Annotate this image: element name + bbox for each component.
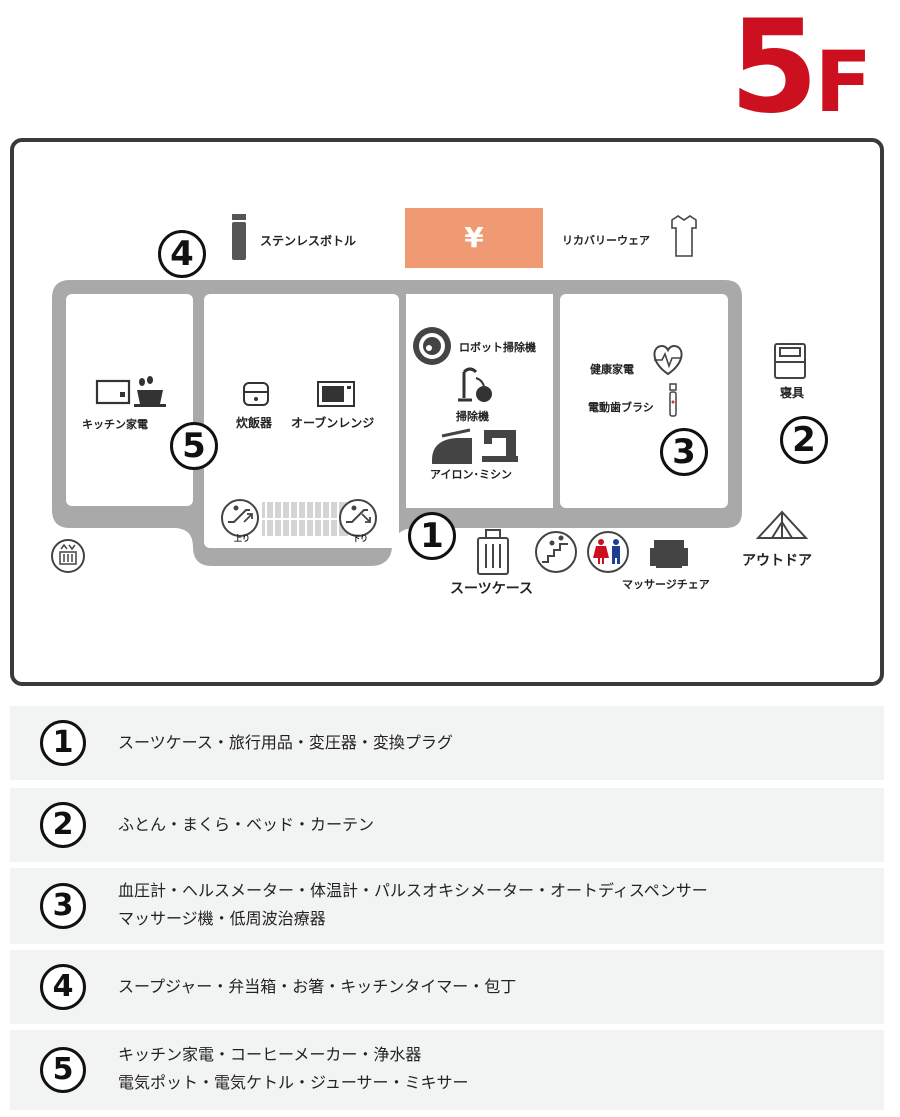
legend-number: 3 xyxy=(40,883,86,929)
stairs-icon xyxy=(535,531,577,573)
label-electric-toothbrush: 電動歯ブラシ xyxy=(588,401,654,414)
label-vacuum: 掃除機 xyxy=(456,410,489,423)
tent-icon xyxy=(755,510,809,539)
legend-number: 1 xyxy=(40,720,86,766)
label-health-appliances: 健康家電 xyxy=(590,363,634,376)
legend-row: 1 スーツケース・旅行用品・変圧器・変換プラグ xyxy=(10,706,884,780)
label-recovery-wear: リカバリーウェア xyxy=(562,234,650,247)
legend-row: 5 キッチン家電・コーヒーメーカー・浄水器 電気ポット・電気ケトル・ジューサー・… xyxy=(10,1030,884,1110)
tv-icon xyxy=(95,379,131,405)
robot-vacuum-icon xyxy=(413,327,451,365)
legend-text: ふとん・まくら・ベッド・カーテン xyxy=(118,815,375,834)
label-suitcase: スーツケース xyxy=(450,581,534,597)
suitcase-icon xyxy=(477,529,509,575)
zone-marker-5: 5 xyxy=(170,422,218,470)
legend-text: キッチン家電・コーヒーメーカー・浄水器 xyxy=(118,1045,422,1064)
escalator-icon xyxy=(221,499,259,537)
heart-icon xyxy=(653,344,683,376)
legend-row: 3 血圧計・ヘルスメーター・体温計・パルスオキシメーター・オートディスペンサー … xyxy=(10,868,884,944)
elevator-icon xyxy=(51,539,85,573)
label-kitchen-appliances: キッチン家電 xyxy=(82,418,148,431)
label-escalator-up: 上り xyxy=(234,534,250,543)
coffee-icon xyxy=(134,376,166,407)
floor-number: 5 xyxy=(729,0,819,142)
legend-number: 2 xyxy=(40,802,86,848)
cashier-yen-box: ¥ xyxy=(405,208,543,268)
label-rice-cooker: 炊飯器 xyxy=(236,416,273,430)
bottle-icon xyxy=(232,214,246,260)
zone-marker-1: 1 xyxy=(408,512,456,560)
zone-marker-2: 2 xyxy=(780,416,828,464)
label-escalator-down: 下り xyxy=(352,534,368,543)
restroom-icon xyxy=(587,531,629,573)
legend-text: マッサージ機・低周波治療器 xyxy=(118,909,326,928)
floor-label: 5F xyxy=(730,4,872,132)
escalator-bars xyxy=(262,502,348,536)
label-outdoor: アウトドア xyxy=(742,553,812,569)
rice-cooker-icon xyxy=(243,382,269,406)
zone-marker-3: 3 xyxy=(660,428,708,476)
legend-number: 5 xyxy=(40,1047,86,1093)
floor-suffix: F xyxy=(814,33,872,131)
sewing-machine-icon xyxy=(482,430,518,462)
zone-marker-4: 4 xyxy=(158,230,206,278)
legend-row: 4 スープジャー・弁当箱・お箸・キッチンタイマー・包丁 xyxy=(10,950,884,1024)
shirt-icon xyxy=(671,215,697,257)
microwave-icon xyxy=(317,381,355,407)
legend-text: スーツケース・旅行用品・変圧器・変換プラグ xyxy=(118,733,453,752)
legend-text: 電気ポット・電気ケトル・ジューサー・ミキサー xyxy=(118,1073,469,1092)
legend-text: スープジャー・弁当箱・お箸・キッチンタイマー・包丁 xyxy=(118,977,517,996)
toothbrush-icon xyxy=(669,383,677,417)
massage-chair-icon xyxy=(650,540,688,568)
label-massage-chair: マッサージチェア xyxy=(622,578,710,591)
escalator-icon xyxy=(339,499,377,537)
bed-icon xyxy=(774,343,806,379)
label-stainless-bottle: ステンレスボトル xyxy=(260,234,357,248)
label-oven-range: オーブンレンジ xyxy=(291,416,375,430)
legend-text: 血圧計・ヘルスメーター・体温計・パルスオキシメーター・オートディスペンサー xyxy=(118,881,708,900)
label-iron-sewing: アイロン･ミシン xyxy=(430,468,512,481)
legend-number: 4 xyxy=(40,964,86,1010)
legend-row: 2 ふとん・まくら・ベッド・カーテン xyxy=(10,788,884,862)
vacuum-icon xyxy=(458,367,492,402)
floor-map xyxy=(51,214,809,575)
zone-rice xyxy=(204,294,399,548)
iron-icon xyxy=(432,428,472,464)
label-bedding: 寝具 xyxy=(780,386,805,400)
label-robot-vacuum: ロボット掃除機 xyxy=(459,341,536,354)
